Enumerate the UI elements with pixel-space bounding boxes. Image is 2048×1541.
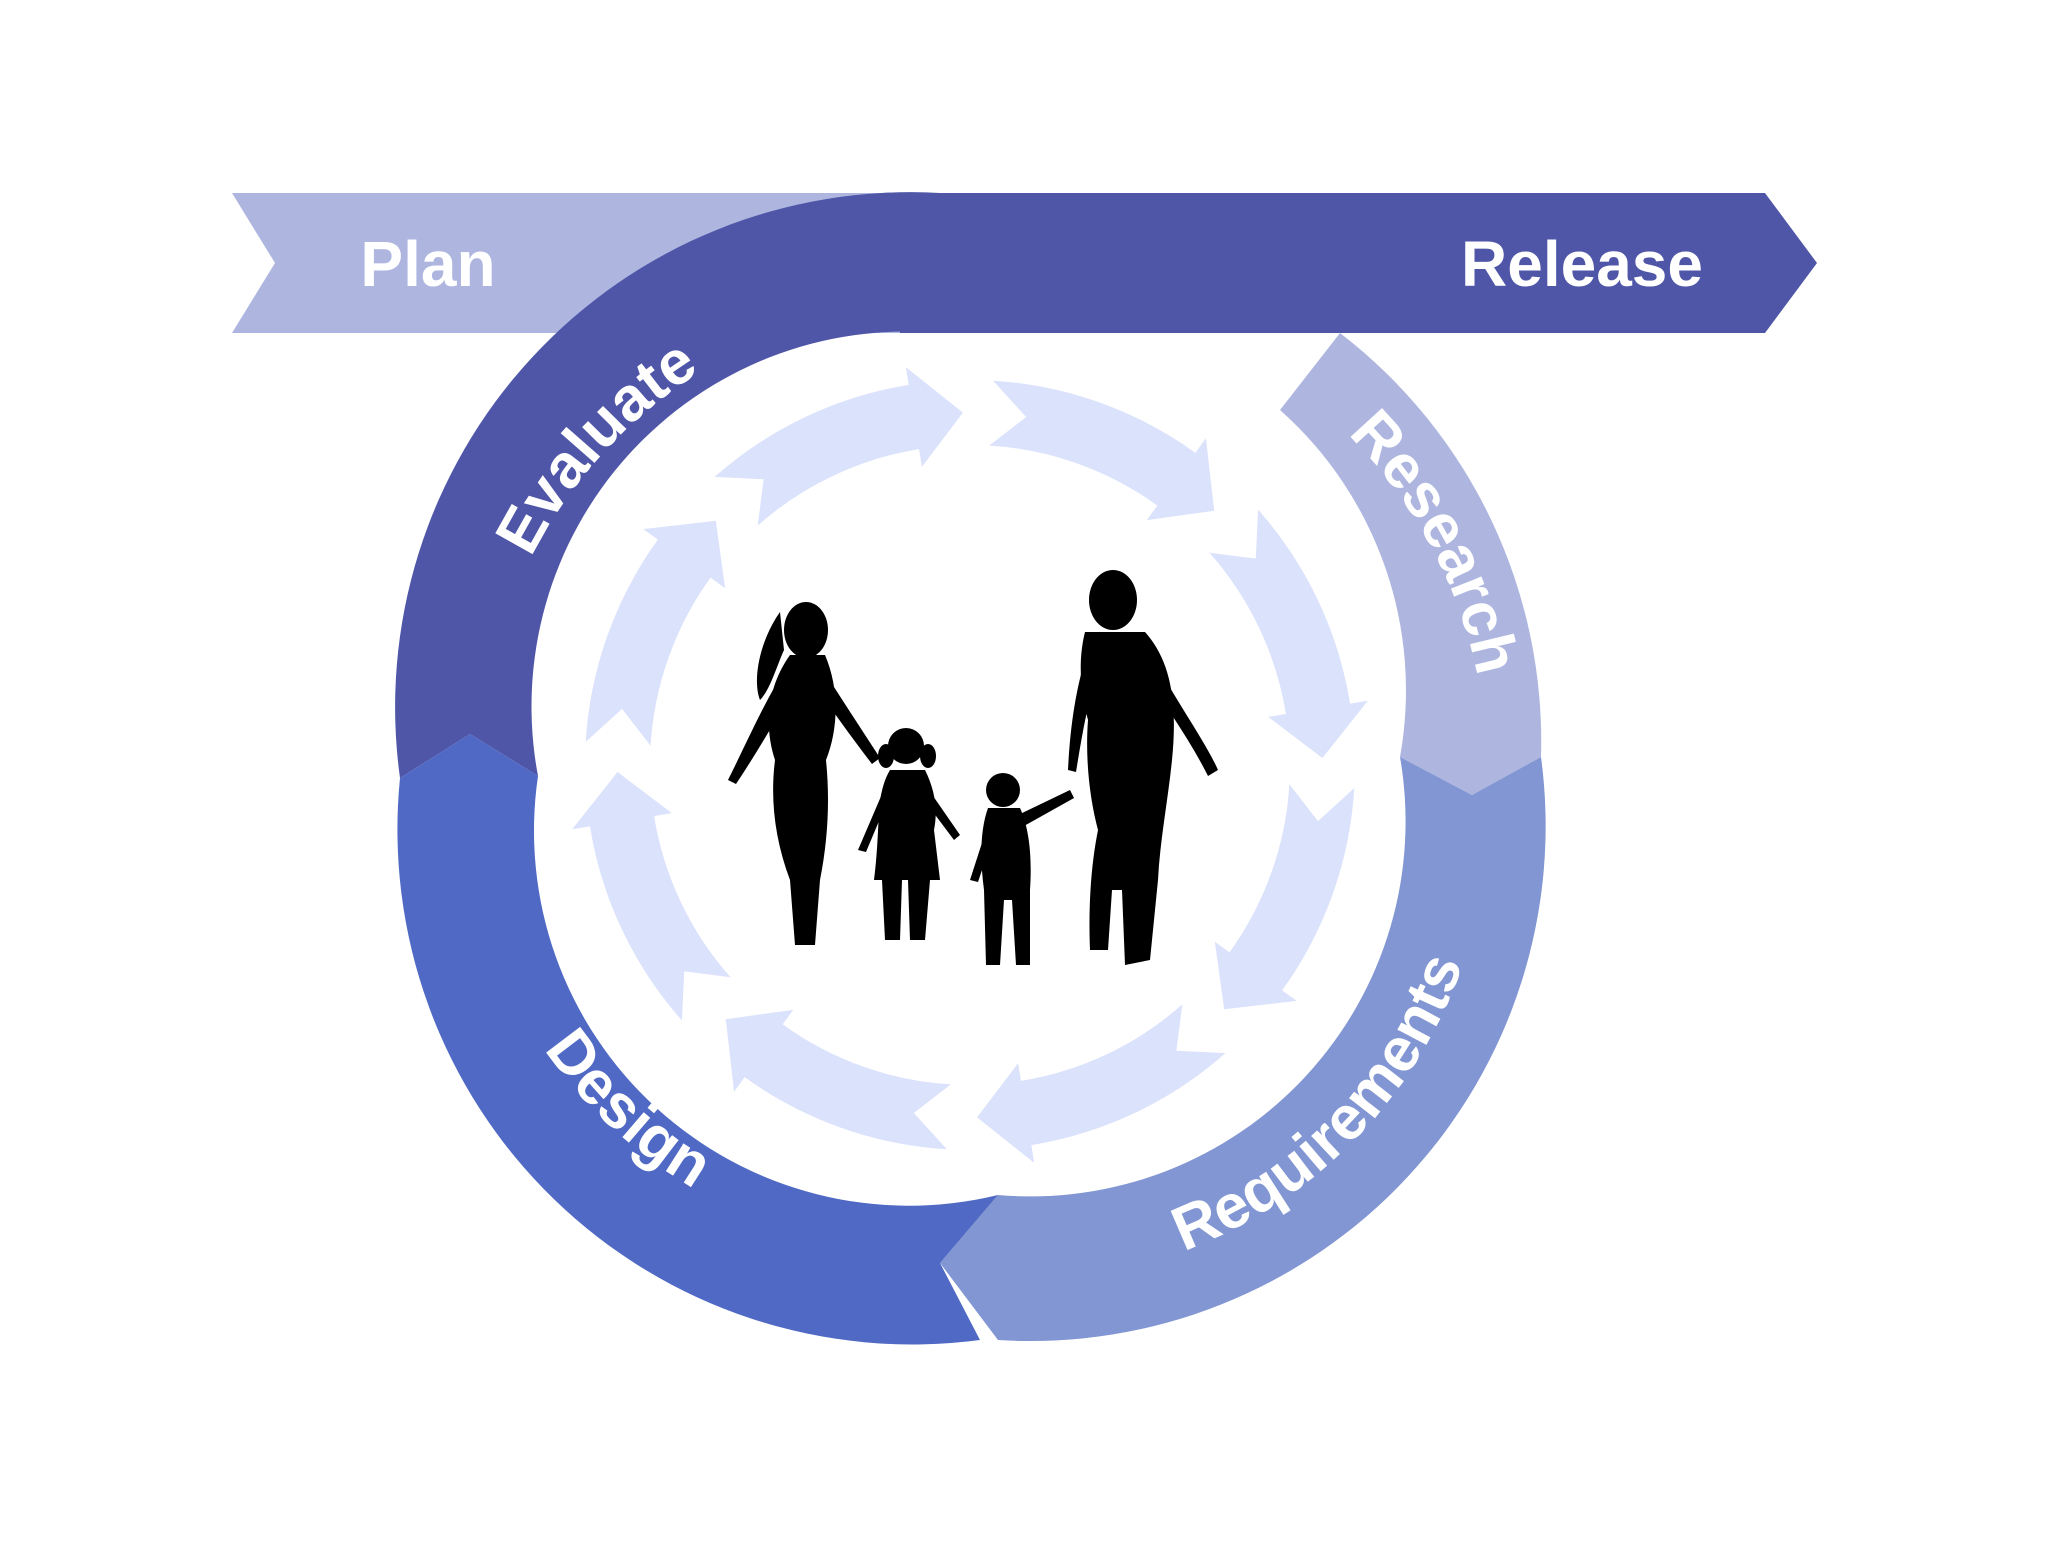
release-label: Release	[1461, 228, 1703, 300]
plan-label: Plan	[360, 228, 495, 300]
release-banner	[900, 193, 1817, 333]
cycle-arrow	[725, 1009, 951, 1150]
mother-figure	[728, 602, 880, 945]
cycle-arrow	[1214, 784, 1355, 1010]
design-segment	[397, 734, 998, 1345]
boy-figure	[970, 773, 1074, 965]
cycle-arrow	[585, 520, 726, 746]
cycle-arrows-icon	[572, 367, 1368, 1163]
father-figure	[1068, 570, 1218, 965]
cycle-arrow	[989, 380, 1215, 521]
research-segment	[1280, 333, 1542, 795]
cycle-arrow	[714, 367, 963, 526]
cycle-arrow	[572, 772, 731, 1021]
requirements-segment	[940, 757, 1546, 1342]
cycle-arrow	[1209, 509, 1368, 758]
girl-figure	[858, 728, 960, 940]
family-silhouette-icon	[728, 570, 1218, 965]
evaluate-segment	[395, 192, 940, 778]
cycle-arrow	[977, 1004, 1226, 1163]
